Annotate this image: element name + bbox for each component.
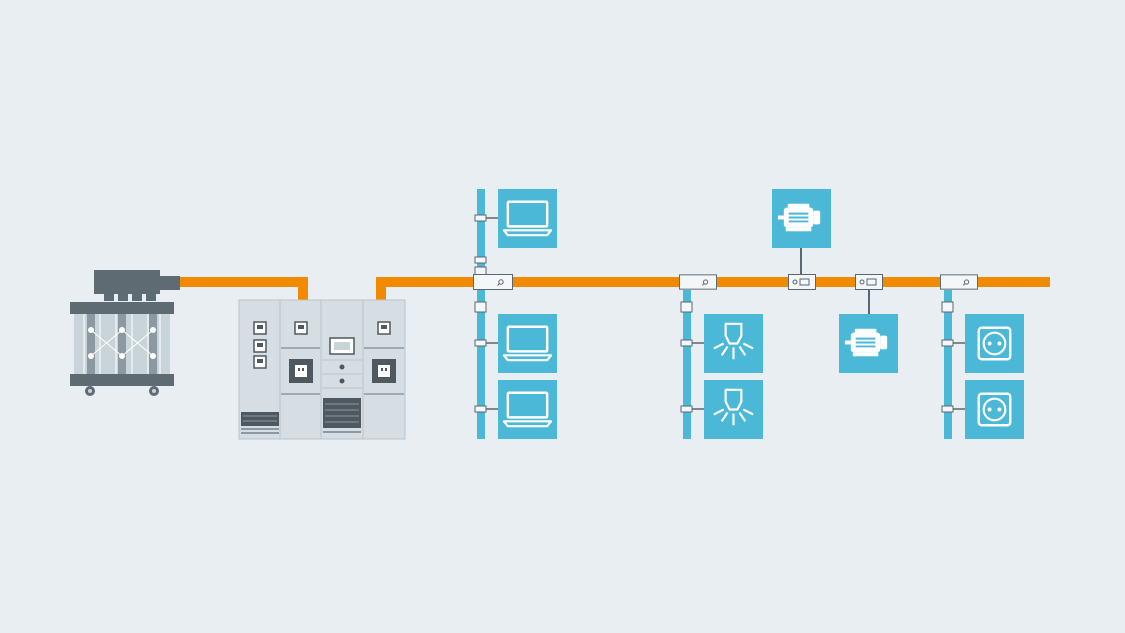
riser-busway xyxy=(944,290,952,439)
main-busway xyxy=(172,277,1050,300)
transformer-icon xyxy=(70,270,180,396)
riser-busway xyxy=(683,290,691,439)
motor-tile xyxy=(839,314,898,373)
branch-3b xyxy=(839,274,898,373)
lighting-tile xyxy=(704,380,763,439)
computer-tile xyxy=(498,314,557,373)
socket-outlet-tile xyxy=(965,314,1024,373)
tap-off-box xyxy=(855,274,883,290)
motor-tile xyxy=(772,189,831,248)
tap-off-box xyxy=(940,274,978,290)
branch-1 xyxy=(473,189,557,439)
switchgear-icon xyxy=(238,299,406,440)
computer-tile xyxy=(498,189,557,248)
branch-3a xyxy=(772,189,831,290)
tap-off-box xyxy=(473,274,513,290)
tap-off-box xyxy=(679,274,717,290)
socket-outlet-tile xyxy=(965,380,1024,439)
computer-tile xyxy=(498,380,557,439)
branch-4 xyxy=(940,274,1024,439)
tap-off-box xyxy=(788,274,816,290)
riser-busway xyxy=(477,189,485,439)
lighting-tile xyxy=(704,314,763,373)
branch-2 xyxy=(679,274,763,439)
